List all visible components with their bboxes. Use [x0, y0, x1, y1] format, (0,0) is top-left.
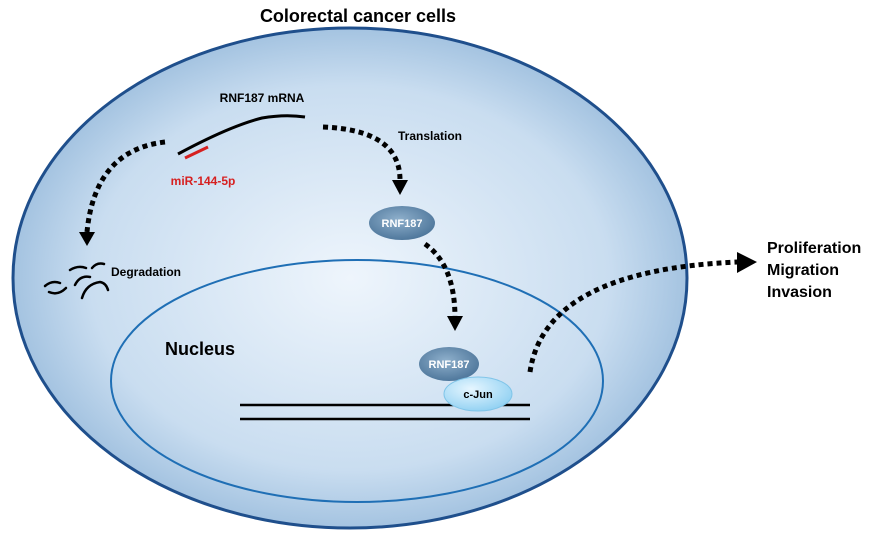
nucleus-envelope: [110, 259, 604, 503]
outcome-migration: Migration: [767, 262, 839, 279]
c-jun-protein: [443, 376, 513, 412]
mirna-strand: [184, 145, 209, 160]
diagram-title: Colorectal cancer cells: [260, 6, 456, 26]
outcome-invasion: Invasion: [767, 284, 832, 301]
rnf187-protein-label: RNF187: [382, 218, 423, 230]
mirna-label: miR-144-5p: [171, 174, 236, 188]
translation-label: Translation: [398, 129, 462, 143]
nucleus-label: Nucleus: [165, 339, 235, 359]
nuclear-import-arrowhead: [447, 316, 463, 331]
rnf187-protein-nucleus: [419, 347, 479, 381]
outcome-arrow: [527, 259, 739, 373]
c-jun-label: c-Jun: [463, 389, 493, 401]
translation-arrow: [322, 124, 403, 181]
mrna-strand: [177, 114, 306, 156]
rnf187-protein-cytoplasm: [369, 206, 435, 240]
outcome-arrowhead: [737, 252, 757, 273]
translation-arrowhead: [392, 180, 408, 195]
rnf187-nuclear-label: RNF187: [429, 359, 470, 371]
degradation-arrowhead: [79, 232, 95, 246]
degraded-rna-fragments: [43, 262, 110, 300]
degradation-label: Degradation: [111, 265, 181, 279]
outcome-proliferation: Proliferation: [767, 240, 861, 257]
mrna-label: RNF187 mRNA: [220, 91, 305, 105]
nuclear-import-arrow: [423, 241, 458, 319]
